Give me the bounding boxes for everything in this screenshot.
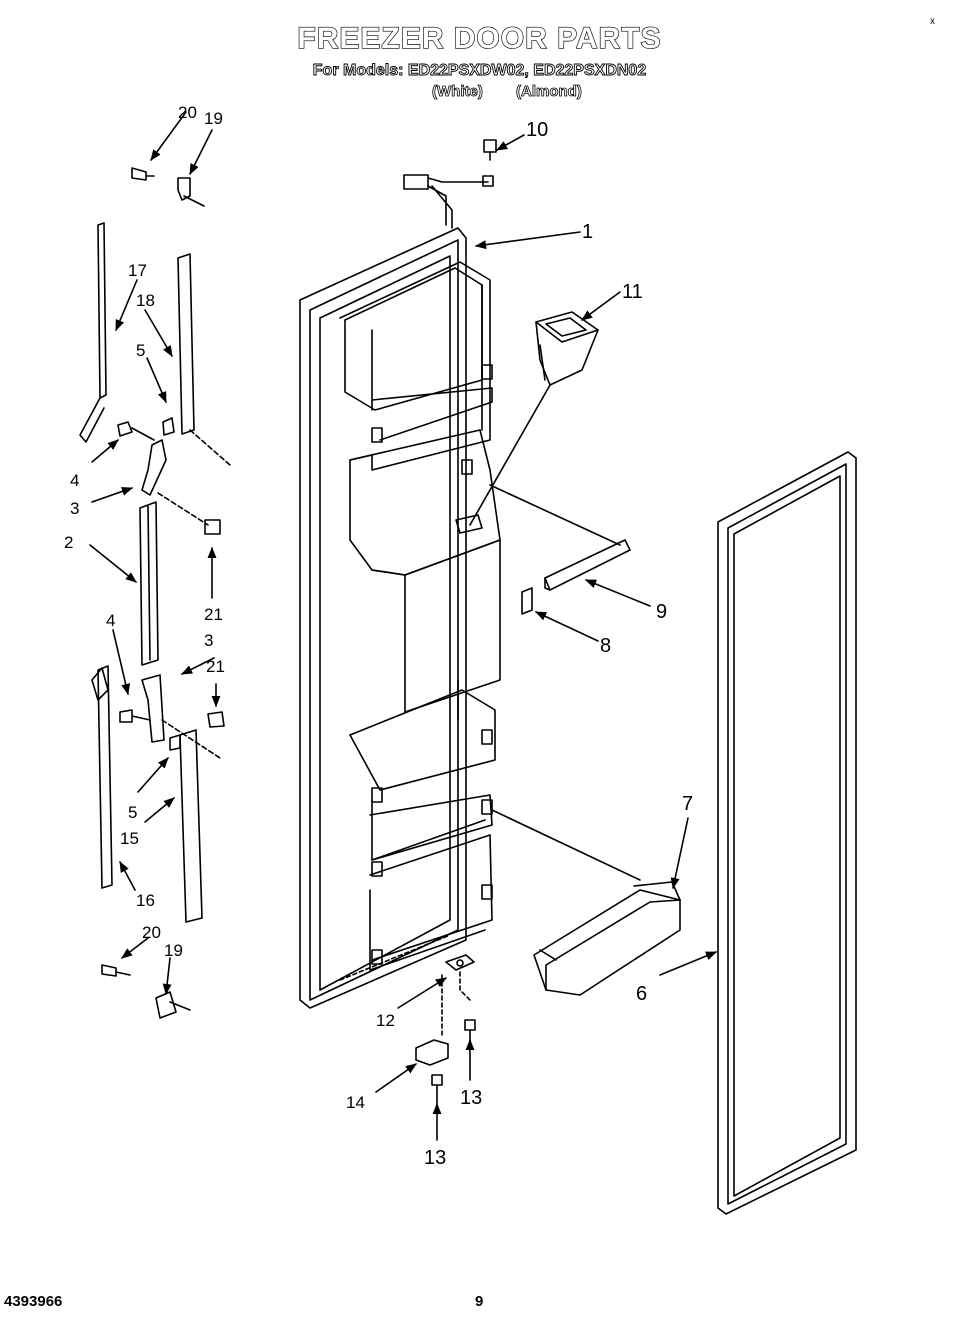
callout-leaders (89, 111, 718, 1141)
callout-13-lower: 13 (424, 1147, 446, 1169)
color-white-label: (White) (432, 83, 484, 101)
callout-18: 18 (136, 291, 155, 310)
lower-hinge-hardware (415, 954, 476, 1105)
freezer-door (299, 227, 501, 1009)
callout-19-lower: 19 (164, 941, 183, 960)
callout-5-upper: 5 (136, 341, 145, 360)
callout-10: 10 (526, 119, 548, 141)
callout-5-lower: 5 (128, 803, 137, 822)
callout-15: 15 (120, 829, 139, 848)
callout-4-upper: 4 (70, 471, 79, 490)
ice-chute (469, 311, 599, 526)
callout-14: 14 (346, 1093, 365, 1112)
callout-16: 16 (136, 891, 155, 910)
callout-12: 12 (376, 1011, 395, 1030)
callout-21-lower: 21 (206, 657, 225, 676)
callout-labels: 1 2 3 3 4 4 5 5 6 7 8 9 10 11 12 13 13 1… (64, 103, 693, 1169)
document-number: 4393966 (4, 1293, 63, 1310)
hinge-parts-left (79, 167, 231, 1019)
trim-strip (489, 484, 631, 615)
page-title: FREEZER DOOR PARTS (297, 21, 662, 55)
callout-2: 2 (64, 533, 73, 552)
callout-17: 17 (128, 261, 147, 280)
callout-4-lower: 4 (106, 611, 115, 630)
corner-mark: x (930, 16, 935, 27)
callout-20-lower: 20 (142, 923, 161, 942)
callout-1: 1 (582, 221, 593, 243)
callout-19-upper: 19 (204, 109, 223, 128)
wire-harness (403, 139, 497, 229)
color-almond-label: (Almond) (516, 83, 583, 101)
callout-6: 6 (636, 983, 647, 1005)
callout-11: 11 (622, 281, 643, 303)
callout-3-lower: 3 (204, 631, 213, 650)
door-gasket (717, 451, 857, 1215)
callout-13-upper: 13 (460, 1087, 482, 1109)
page-number: 9 (475, 1293, 484, 1310)
callout-8: 8 (600, 635, 611, 657)
callout-7: 7 (682, 793, 693, 815)
callout-3-upper: 3 (70, 499, 79, 518)
callout-9: 9 (656, 601, 667, 623)
callout-21-upper: 21 (204, 605, 223, 624)
door-bin (491, 809, 681, 996)
callout-20-upper: 20 (178, 103, 197, 122)
model-numbers: For Models: ED22PSXDW02, ED22PSXDN02 (312, 62, 647, 80)
